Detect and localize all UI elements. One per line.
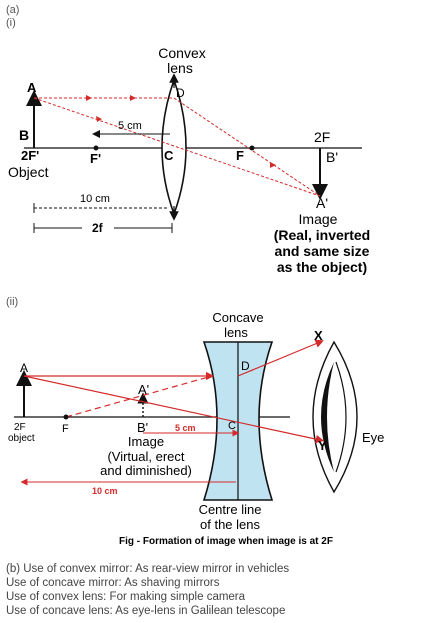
label-object-2: object [8, 433, 35, 444]
label-A: A [27, 80, 37, 95]
label-A-prime-2: A' [138, 382, 149, 397]
concave-lens-diagram: Concave lens A A' B' D C X Y F 2F object… [8, 310, 384, 547]
image-caption-3-2: and diminished) [100, 463, 192, 478]
ray-diverged-2 [237, 339, 324, 377]
answer-line-4: Use of concave lens: As eye-lens in Gali… [6, 605, 286, 617]
image-caption-1-2: Image [128, 434, 164, 449]
label-C-2: C [228, 420, 236, 432]
part-a-label: (a) [6, 4, 20, 16]
label-2F-right: 2F [314, 129, 330, 145]
centre-caption-1: Centre line [199, 502, 262, 517]
answer-line-3: Use of convex lens: For making simple ca… [6, 591, 246, 603]
ray-virtual-2 [65, 375, 213, 418]
convex-lens-diagram: Convex lens A B D C F' F 2F' 2F B' A' Ob… [8, 45, 370, 275]
image-caption-4: as the object) [277, 259, 367, 275]
ray-marker-3 [96, 116, 102, 122]
sub-ii-label: (ii) [6, 296, 19, 308]
label-A-2: A [20, 361, 28, 375]
eye-outline [312, 340, 358, 494]
label-X: X [314, 328, 323, 343]
label-eye: Eye [362, 430, 384, 445]
lens-title-1-2: Concave [212, 310, 263, 325]
label-10cm: 10 cm [80, 193, 110, 205]
label-A-prime: A' [316, 195, 328, 211]
label-B: B [19, 127, 29, 143]
lens-title-2: lens [167, 60, 193, 76]
label-5cm: 5 cm [118, 120, 142, 132]
convex-lens-shape [161, 77, 187, 217]
label-2F-left: 2F' [21, 148, 39, 163]
focal-point-2 [63, 414, 69, 420]
image-caption-2: (Real, inverted [274, 227, 370, 243]
ray-marker-4 [270, 162, 276, 168]
ray-through-centre [33, 97, 321, 197]
label-F-2: F [62, 423, 69, 435]
label-Y: Y [318, 438, 327, 453]
label-B-prime: B' [326, 149, 338, 165]
eye-retina [335, 361, 347, 473]
answer-line-2: Use of concave mirror: As shaving mirror… [6, 577, 220, 589]
label-B-prime-2: B' [137, 420, 148, 435]
eye-lens-dark [321, 362, 334, 472]
label-F-right: F [236, 148, 244, 163]
image-caption-2-2: (Virtual, erect [107, 449, 184, 464]
answer-line-1: (b) Use of convex mirror: As rear-view m… [6, 563, 290, 575]
label-C: C [164, 148, 174, 163]
label-2F-2: 2F [14, 422, 26, 433]
label-F-left: F' [90, 151, 101, 166]
label-2f: 2f [92, 221, 104, 235]
ray-centre-2 [23, 375, 325, 444]
image-caption-1: Image [299, 211, 338, 227]
focal-point-right [249, 145, 255, 151]
label-D-2: D [241, 359, 250, 373]
label-object: Object [8, 164, 49, 180]
ray-marker-1 [86, 95, 92, 101]
label-D: D [176, 86, 185, 100]
ray-marker-2 [130, 95, 136, 101]
centre-caption-2: of the lens [200, 517, 260, 532]
lens-title-1: Convex [158, 45, 205, 61]
label-10cm-2: 10 cm [92, 486, 118, 496]
sub-i-label: (i) [6, 17, 16, 29]
label-5cm-2: 5 cm [175, 423, 196, 433]
lens-title-2-2: lens [224, 325, 248, 340]
figure-caption: Fig - Formation of image when image is a… [119, 536, 333, 547]
image-caption-3: and same size [275, 243, 370, 259]
focal-point-left [93, 145, 99, 151]
